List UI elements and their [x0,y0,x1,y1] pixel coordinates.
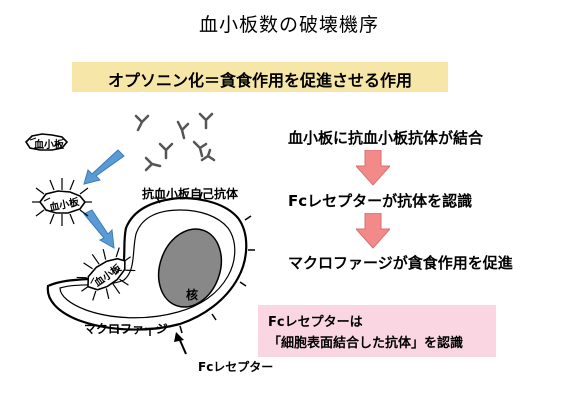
subtitle: オプソニン化＝貪食作用を促進させる作用 [107,71,412,90]
step-2: Fcレセプターが抗体を認識 [288,192,473,210]
blue-arrow-icon [83,209,115,249]
platelet-opsonized-1 [32,178,92,226]
note-box: Fcレセプターは 「細胞表面結合した抗体」を認識 [258,305,496,357]
step-1: 血小板に抗血小板抗体が結合 [288,129,484,147]
nucleus-label: 核 [186,288,199,302]
slide-title: 血小板数の破壊機序 [198,14,379,36]
nucleus [157,228,223,308]
platelet-label: 血小板 [34,140,64,151]
fc-pointer-arrow [174,332,187,355]
platelet-opsonized-2 [76,247,136,301]
antibody-icons [134,112,216,172]
note-line-2: 「細胞表面結合した抗体」を認識 [268,336,464,351]
macrophage-label: マクロファージ [84,322,168,336]
note-line-1: Fcレセプターは [268,315,363,330]
down-arrow-icon [356,150,390,186]
mechanism-diagram: 血小板 血小板 血小板 抗血小板自己抗体 核 マクロファージ Fcレセプター [0,100,280,404]
diagram-svg [24,112,255,355]
platelet-free [24,133,69,151]
step-3: マクロファージが貪食作用を促進 [288,254,513,272]
antibody-label: 抗血小板自己抗体 [142,187,239,201]
fc-receptor-label: Fcレセプター [198,360,274,374]
down-arrow-icon [356,213,390,249]
blue-arrow-icon [83,149,125,185]
fc-receptor-ticks [117,191,255,336]
subtitle-box: オプソニン化＝貪食作用を促進させる作用 [72,62,448,92]
